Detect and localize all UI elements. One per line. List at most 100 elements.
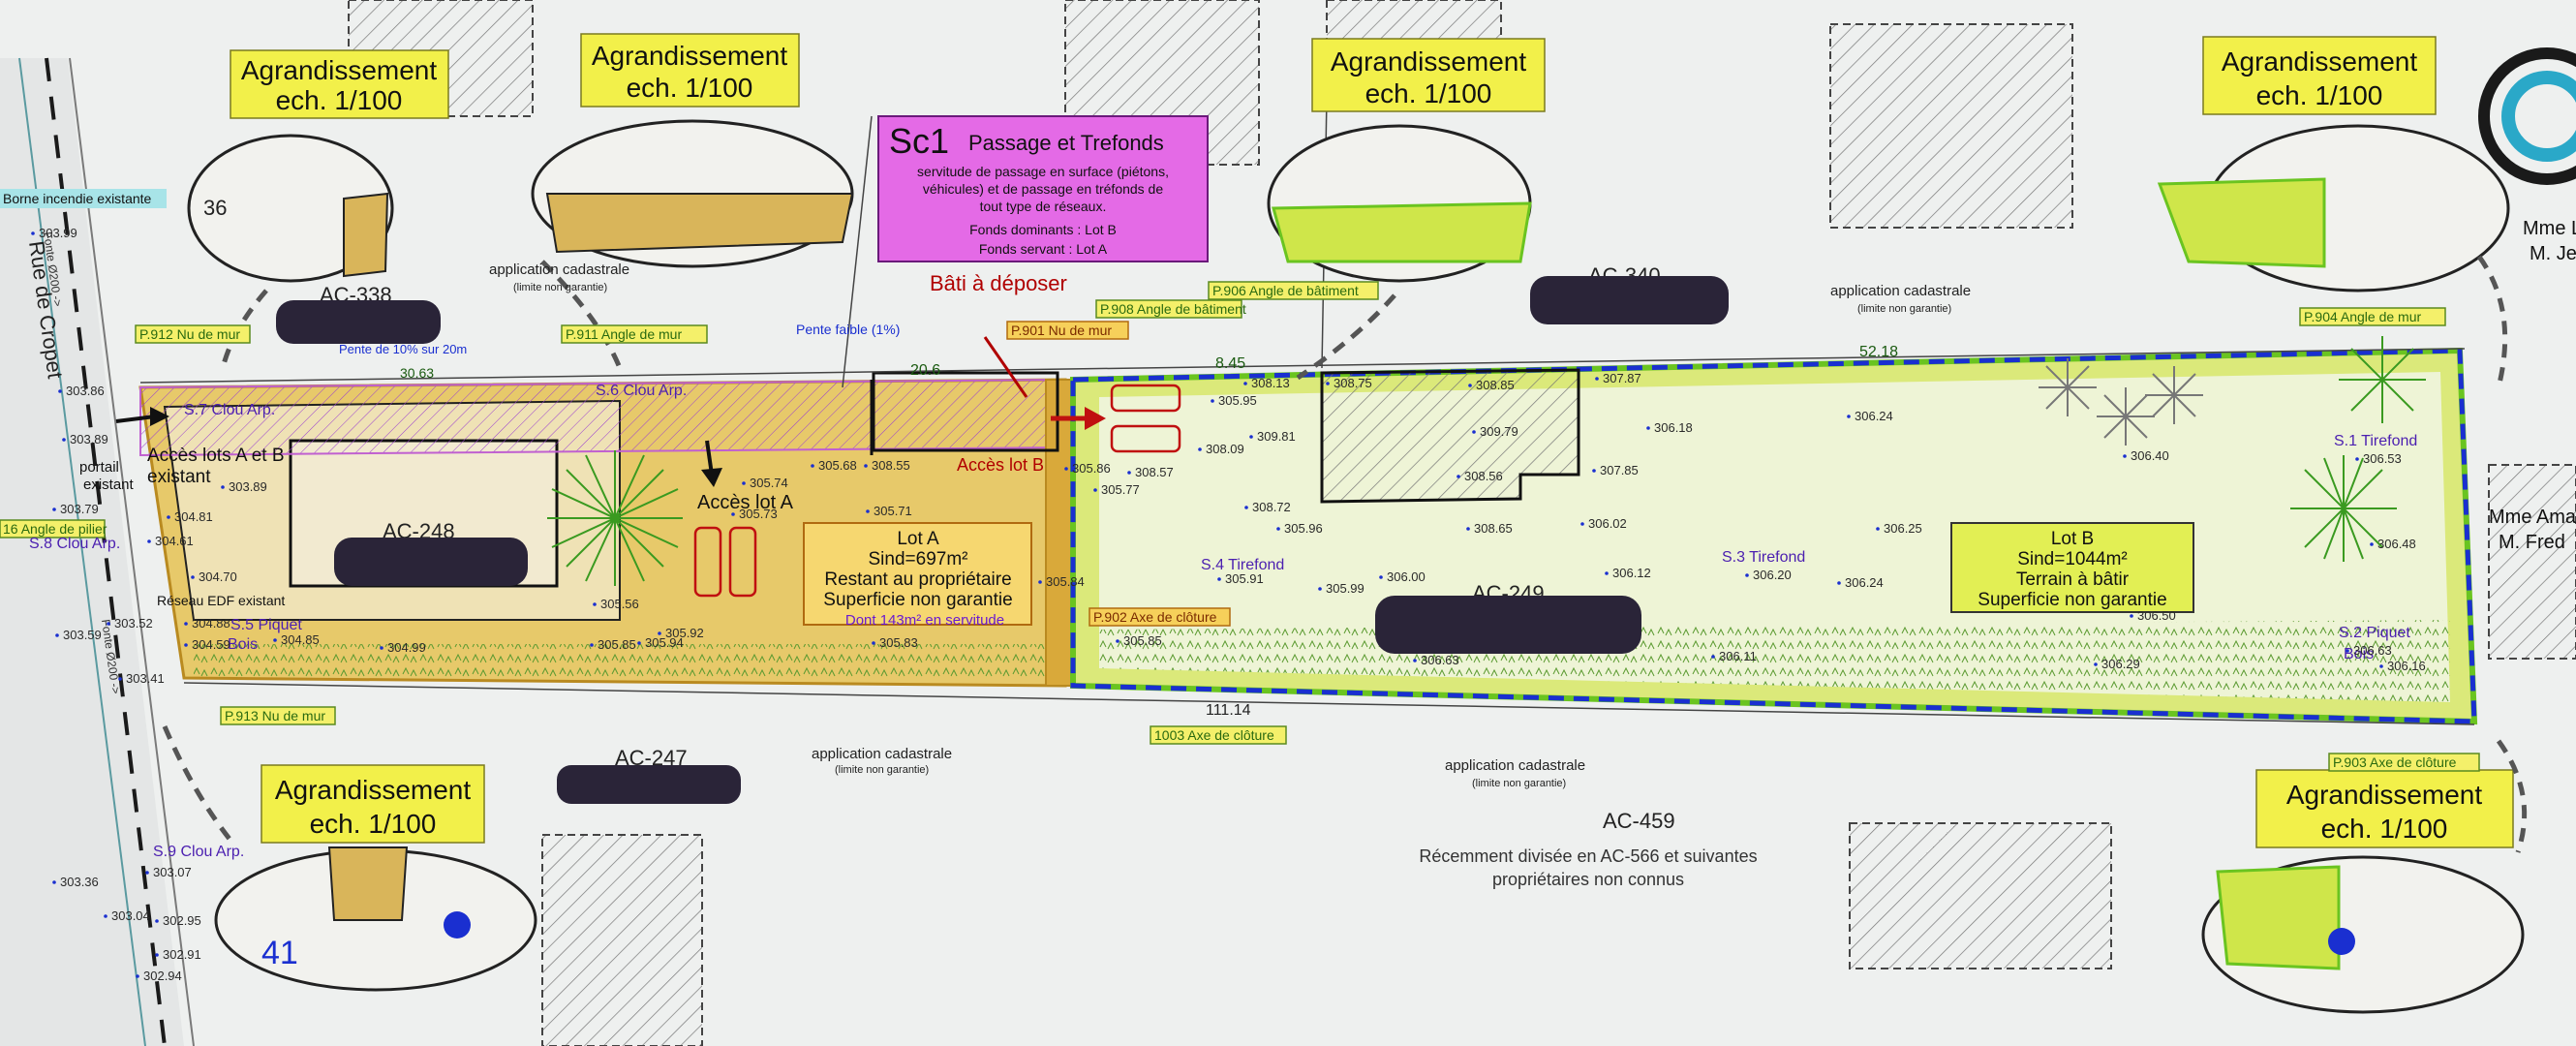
elevation-dot: [1217, 577, 1221, 581]
svg-text:Mme Laet: Mme Laet: [2523, 218, 2576, 239]
servitude-box: Sc1 Passage et Trefonds servitude de pas…: [877, 115, 1209, 398]
elevation-dot: [155, 919, 159, 923]
elevation-dot: [1379, 575, 1383, 579]
dimensions: 52.18 8.45 20.6 111.14 30.63: [400, 344, 1898, 719]
elevation-dot: [167, 515, 170, 519]
elevation-dot: [1592, 469, 1596, 473]
elevation-label: 309.79: [1480, 424, 1518, 439]
svg-text:Accès lot A: Accès lot A: [697, 492, 794, 513]
elevation-label: 303.52: [114, 616, 153, 631]
redacted-names: [276, 276, 1729, 804]
elevation-dot: [742, 481, 746, 485]
elevation-dot: [2370, 542, 2374, 546]
elevation-label: 305.96: [1284, 521, 1323, 536]
svg-text:111.14: 111.14: [1206, 702, 1251, 719]
elevation-dot: [1249, 435, 1253, 439]
elevation-label: 305.77: [1101, 482, 1140, 497]
survey-marks: S.1 Tirefond S.2 Piquet Bois S.3 Tirefon…: [29, 383, 2417, 860]
svg-text:Fonds servant : Lot A: Fonds servant : Lot A: [979, 241, 1108, 257]
svg-text:P.904 Angle de mur: P.904 Angle de mur: [2304, 309, 2422, 324]
svg-text:Agrandissement: Agrandissement: [1331, 46, 1527, 77]
elevation-label: 304.70: [199, 569, 237, 584]
elevation-dot: [1595, 377, 1599, 381]
elevation-dot: [593, 602, 597, 606]
svg-text:1003 Axe de clôture: 1003 Axe de clôture: [1154, 727, 1274, 743]
elevation-dot: [1466, 527, 1470, 531]
elevation-dot: [811, 464, 814, 468]
svg-text:8.45: 8.45: [1215, 355, 1245, 372]
elevation-dot: [658, 631, 661, 635]
svg-text:36: 36: [203, 196, 227, 220]
zoom-callout-6: Agrandissement ech. 1/100: [2255, 769, 2514, 848]
svg-text:Agrandissement: Agrandissement: [241, 55, 438, 85]
svg-text:52.18: 52.18: [1859, 344, 1898, 360]
elevation-dot: [273, 638, 277, 642]
elevation-label: 303.86: [66, 384, 105, 398]
svg-text:Borne incendie existante: Borne incendie existante: [3, 191, 152, 206]
elevation-dot: [1472, 430, 1476, 434]
elevation-label: 308.85: [1476, 378, 1515, 392]
elevation-dot: [1745, 573, 1749, 577]
svg-text:P.906 Angle de bâtiment: P.906 Angle de bâtiment: [1212, 283, 1359, 298]
elevation-label: 306.40: [2131, 448, 2169, 463]
elevation-label: 303.59: [63, 628, 102, 642]
svg-text:tout type de réseaux.: tout type de réseaux.: [980, 199, 1107, 214]
svg-text:S.3 Tirefond: S.3 Tirefond: [1722, 549, 1805, 566]
elevation-label: 306.53: [2363, 451, 2402, 466]
owners: Mme Laet M. Jean Mme Ama M. Fred: [2489, 218, 2576, 553]
svg-text:servitude de passage en surfac: servitude de passage en surface (piétons…: [917, 164, 1169, 179]
svg-text:41: 41: [261, 935, 298, 971]
svg-text:véhicules) et de passage en tr: véhicules) et de passage en tréfonds de: [923, 181, 1163, 197]
elevation-dot: [1318, 587, 1322, 591]
elevation-dot: [637, 641, 641, 645]
svg-text:Mme Ama: Mme Ama: [2489, 507, 2576, 528]
svg-text:Pente de 10% sur 20m: Pente de 10% sur 20m: [339, 342, 467, 356]
elevation-label: 304.81: [174, 509, 213, 524]
svg-text:30.63: 30.63: [400, 365, 434, 381]
car-icons: [693, 384, 1181, 598]
elevation-dot: [1580, 522, 1584, 526]
svg-text:Agrandissement: Agrandissement: [2222, 46, 2418, 77]
svg-text:ech. 1/100: ech. 1/100: [2321, 814, 2448, 844]
svg-text:(limite non garantie): (limite non garantie): [1472, 778, 1566, 789]
elevation-label: 305.91: [1225, 571, 1264, 586]
svg-text:existant: existant: [147, 467, 211, 487]
elevation-dot: [191, 575, 195, 579]
elevation-label: 304.59: [192, 637, 230, 652]
elevation-dot: [864, 464, 868, 468]
elevation-points: 303.99303.86303.89303.79303.52303.59303.…: [31, 226, 2426, 983]
elevation-label: 302.91: [163, 947, 201, 962]
elevation-dot: [221, 485, 225, 489]
svg-text:ech. 1/100: ech. 1/100: [2256, 80, 2383, 110]
elevation-dot: [147, 539, 151, 543]
svg-text:Réseau EDF existant: Réseau EDF existant: [157, 593, 285, 608]
elevation-label: 309.81: [1257, 429, 1296, 444]
elevation-label: 305.71: [874, 504, 912, 518]
elevation-dot: [1243, 382, 1247, 385]
svg-text:Fonds dominants : Lot B: Fonds dominants : Lot B: [969, 222, 1117, 237]
elevation-dot: [1198, 447, 1202, 451]
elevation-dot: [184, 643, 188, 647]
elevation-dot: [145, 871, 149, 875]
elevation-label: 305.83: [879, 635, 918, 650]
elevation-dot: [107, 622, 110, 626]
lot-b-label: Lot B Sind=1044m² Terrain à bâtir Superf…: [1950, 522, 2194, 613]
zoom-callout-2: Agrandissement ech. 1/100: [580, 33, 800, 108]
elevation-label: 302.95: [163, 913, 201, 928]
elevation-dot: [136, 974, 139, 978]
elevation-label: 306.63: [1421, 653, 1459, 667]
lot-a-label: Lot A Sind=697m² Restant au propriétaire…: [803, 522, 1032, 629]
svg-text:S.1 Tirefond: S.1 Tirefond: [2334, 433, 2417, 449]
elevation-dot: [866, 509, 870, 513]
elevation-dot: [52, 508, 56, 511]
elevation-label: 306.29: [2101, 657, 2140, 671]
elevation-dot: [1276, 527, 1280, 531]
elevation-dot: [1244, 506, 1248, 509]
elevation-label: 303.07: [153, 865, 192, 879]
elevation-dot: [1413, 659, 1417, 662]
svg-text:P.912 Nu de mur: P.912 Nu de mur: [139, 326, 240, 342]
elevation-label: 306.18: [1654, 420, 1693, 435]
svg-text:P.902 Axe de clôture: P.902 Axe de clôture: [1093, 609, 1217, 625]
svg-text:Lot B: Lot B: [2051, 529, 2094, 549]
road: Rue de Cropet Fonte Ø200 -> Fonte Ø200 -…: [0, 57, 195, 1046]
